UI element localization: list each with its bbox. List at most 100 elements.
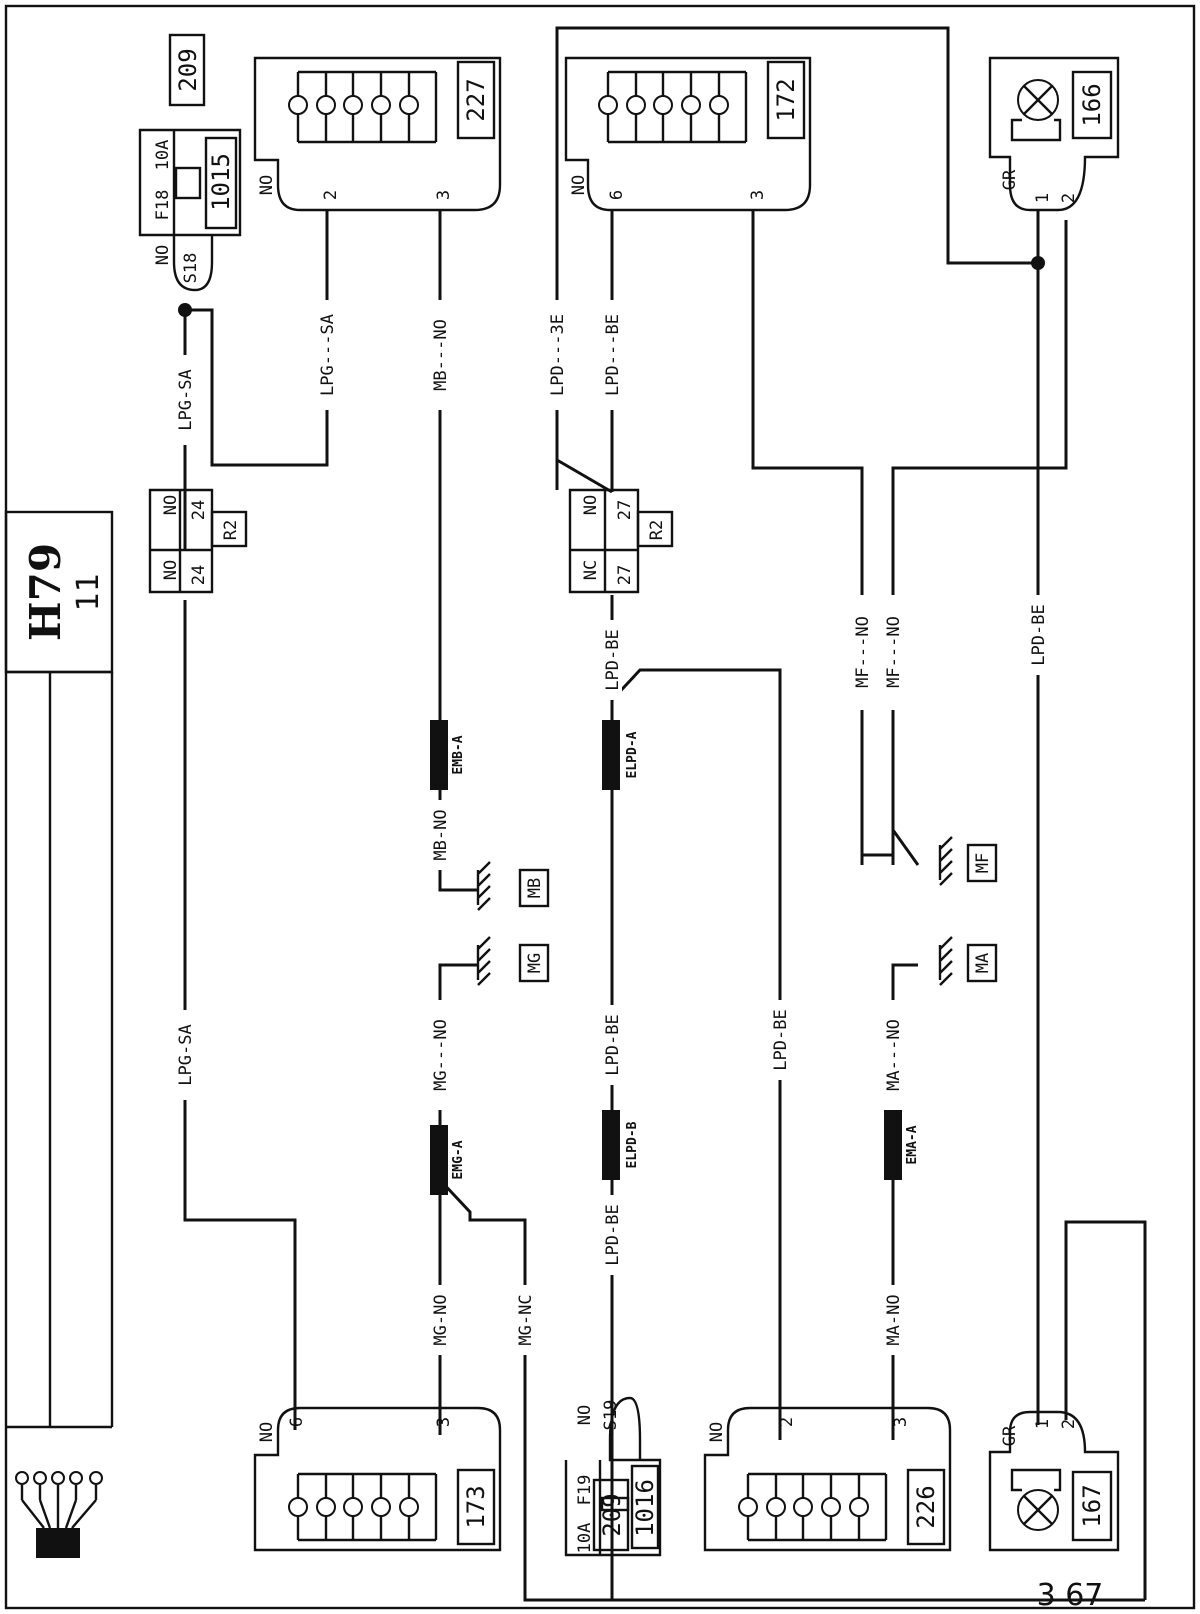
component-172: 172 NO 6 3 <box>564 56 812 212</box>
wire-label: LPD---BE <box>603 314 623 396</box>
fuse-pin-color: NO <box>153 245 173 265</box>
wire-label: MF---NO <box>884 616 904 688</box>
fuse-ref: 209 <box>598 1493 626 1536</box>
wire-label: LPD-BE <box>1029 604 1049 665</box>
connector-r2-right: R2 27 27 NO NC <box>568 488 674 594</box>
component-166: 166 GR 1 2 <box>988 56 1120 212</box>
sheet-border <box>4 4 1196 1610</box>
title-block: H79 11 <box>4 510 114 1558</box>
connector-color: NO <box>581 495 601 515</box>
component-227: 227 NO 2 3 <box>253 56 502 212</box>
ground-label: MB <box>525 878 545 898</box>
fuse-pin-color: NO <box>575 1405 595 1425</box>
pin-label: 3 <box>748 190 768 200</box>
connector-r2-left: R2 24 24 NO NO <box>148 488 248 594</box>
pin-label: 1 <box>1033 193 1053 203</box>
pin-label: 2 <box>1059 1419 1079 1429</box>
splice-label: ELPD-A <box>625 731 640 778</box>
pin-label: GR <box>1000 1425 1020 1446</box>
pin-label: NO <box>707 1422 727 1442</box>
pin-label: 2 <box>777 1417 797 1427</box>
fuse-1015: 1015 10A F18 NO S18 <box>138 128 242 292</box>
fuse-id: 1016 <box>631 1479 659 1537</box>
fuse-pin: S18 <box>181 253 201 284</box>
ground-label: MF <box>973 853 993 873</box>
pin-label: 3 <box>434 190 454 200</box>
fuse-name: F19 <box>575 1475 595 1506</box>
pin-label: 2 <box>1059 193 1079 203</box>
fuse-id: 1015 <box>207 153 235 211</box>
component-id: 167 <box>1078 1484 1106 1527</box>
pin-label: 3 <box>891 1417 911 1427</box>
wire-label: MB-NO <box>431 809 451 860</box>
component-226: 226 NO 2 3 <box>703 1406 952 1552</box>
splice-label: EMA-A <box>905 1125 920 1164</box>
component-id: 227 <box>462 78 490 121</box>
wire-label: MA---NO <box>884 1019 904 1091</box>
fuse-ref-bottom: 209 <box>592 1478 630 1552</box>
pin-label: NO <box>569 175 589 195</box>
splice-elpd-a: ELPD-A <box>602 720 640 790</box>
manufacturer-logo <box>15 1471 103 1558</box>
component-167: 167 GR 1 2 <box>988 1410 1120 1552</box>
wires <box>183 26 1147 1602</box>
fuse-pin: S19 <box>601 1400 621 1431</box>
wire-label: LPD-BE <box>603 1204 623 1265</box>
junction-dot <box>1031 256 1045 270</box>
component-id: 172 <box>772 78 800 121</box>
wire-labels: LPG-SA LPG-SA LPG---SA MB---NO MB-NO LPD… <box>175 300 1049 1355</box>
wire-label: MG---NO <box>431 1019 451 1091</box>
splice-emg-a: EMG-A <box>430 1125 466 1195</box>
wire-label: MB---NO <box>431 319 451 391</box>
connector-color: NO <box>161 560 181 580</box>
ref-box-209-top: 209 <box>168 33 206 107</box>
pin-label: NO <box>257 175 277 195</box>
wire-label: MA-NO <box>884 1294 904 1345</box>
ground-ma: MA <box>938 936 998 986</box>
connector-pin: 27 <box>615 565 635 585</box>
pin-label: 1 <box>1033 1419 1053 1429</box>
pin-label: 6 <box>607 190 627 200</box>
ground-mb: MB <box>476 861 550 911</box>
ground-mg: MG <box>476 936 550 986</box>
sheet-code: H79 <box>21 543 70 641</box>
splice-ema-a: EMA-A <box>884 1110 920 1180</box>
splice-emb-a: EMB-A <box>430 720 466 790</box>
fuse-name: F18 <box>153 190 173 221</box>
wire-label: LPD-BE <box>603 1014 623 1075</box>
splice-label: EMB-A <box>451 735 466 774</box>
ground-label: MA <box>973 953 993 973</box>
connector-id: R2 <box>647 520 667 540</box>
component-id: 173 <box>462 1485 490 1528</box>
pin-label: 3 <box>434 1417 454 1427</box>
fuse-rating: 10A <box>153 140 173 171</box>
connector-pin: 24 <box>189 500 209 520</box>
connector-color: NC <box>581 560 601 580</box>
fuse-ref: 209 <box>174 48 202 91</box>
pin-label: GR <box>1000 169 1020 190</box>
ground-label: MG <box>525 953 545 973</box>
sheet-number: 11 <box>71 573 106 611</box>
connector-id: R2 <box>221 520 241 540</box>
wire-label: LPD-BE <box>771 1009 791 1070</box>
pin-label: 2 <box>321 190 341 200</box>
pin-label: NO <box>257 1422 277 1442</box>
connector-color: NO <box>161 495 181 515</box>
wire-label: LPG-SA <box>176 369 196 430</box>
wire-label: LPG-SA <box>176 1024 196 1085</box>
wire-label: LPD---3E <box>548 314 568 396</box>
fuse-rating: 10A <box>575 1523 595 1554</box>
wire-label: LPD-BE <box>603 629 623 690</box>
junction-dot <box>178 303 192 317</box>
wire-label: LPG---SA <box>318 314 338 396</box>
splice-label: EMG-A <box>451 1140 466 1179</box>
splice-label: ELPD-B <box>625 1121 640 1168</box>
component-173: 173 NO 6 3 <box>253 1406 502 1552</box>
wire-label: MG-NO <box>431 1294 451 1345</box>
ground-mf: MF <box>938 836 998 886</box>
wire-label: MG-NC <box>516 1294 536 1345</box>
page-number: 3 67 <box>1037 1578 1104 1613</box>
splice-elpd-b: ELPD-B <box>602 1110 640 1180</box>
connector-pin: 24 <box>189 565 209 585</box>
